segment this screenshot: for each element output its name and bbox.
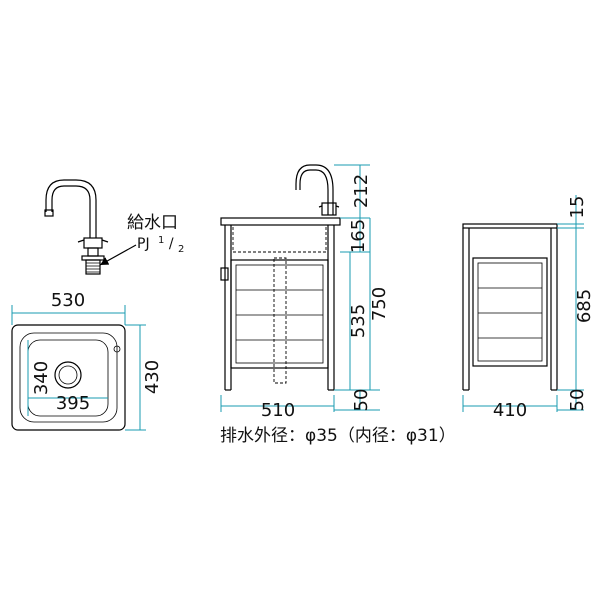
cabinet-height-dim: 535 — [348, 304, 369, 338]
front-view: 212 165 535 750 50 510 — [220, 164, 390, 421]
drain-hole — [54, 361, 82, 389]
faucet-detail: 給水口 PJ 1 / 2 — [44, 179, 184, 275]
side-view: 15 685 50 410 — [462, 195, 595, 421]
side-height-dim: 685 — [574, 289, 595, 323]
bowl-depth-dim: 340 — [31, 361, 52, 395]
side-leg-height-dim: 50 — [567, 389, 588, 412]
bowl-height-dim: 165 — [348, 219, 369, 253]
faucet-thread-label: PJ 1 / 2 — [137, 231, 184, 255]
front-width-dim: 510 — [261, 400, 295, 421]
bowl-width-dim: 395 — [56, 393, 90, 414]
side-top-thickness-dim: 15 — [567, 196, 588, 219]
top-width-dim: 530 — [51, 290, 85, 311]
faucet-inlet-label: 給水口 — [127, 213, 178, 233]
total-height-dim: 750 — [369, 287, 390, 321]
front-leg-height-dim: 50 — [351, 389, 372, 412]
top-depth-dim: 430 — [142, 360, 163, 394]
faucet-hole — [113, 345, 121, 353]
drain-note: 排水外径：φ35（内径：φ31） — [220, 426, 456, 446]
side-depth-dim: 410 — [493, 400, 527, 421]
faucet-height-dim: 212 — [351, 174, 372, 208]
top-view: 530 430 340 395 — [11, 290, 163, 431]
